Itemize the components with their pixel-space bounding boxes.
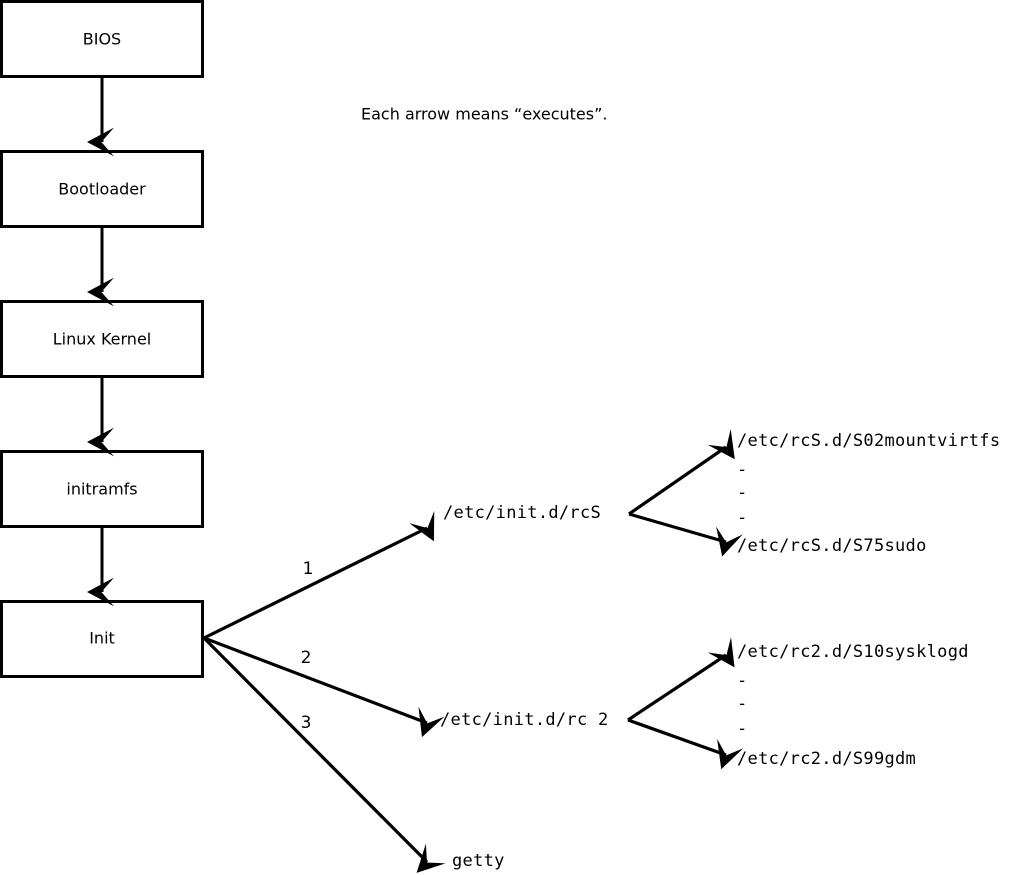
init-box-outline — [0, 600, 204, 678]
label-getty: getty — [452, 851, 505, 871]
rcs-ellipsis-dash-1: - — [737, 460, 747, 480]
label-rcs-last-script: /etc/rcS.d/S75sudo — [737, 536, 927, 556]
bootloader-box-outline — [0, 150, 204, 228]
rc2-ellipsis-dash-1: - — [737, 671, 747, 691]
rc2-ellipsis-dash-2: - — [737, 694, 747, 714]
label-rc2-first-script: /etc/rc2.d/S10sysklogd — [737, 642, 969, 662]
label-init-d-rcs: /etc/init.d/rcS — [443, 503, 601, 523]
edge-number-2: 2 — [301, 648, 312, 668]
stage-box-kernel: Linux Kernel — [0, 300, 204, 378]
initramfs-box-outline — [0, 450, 204, 528]
bootloader-box-label: Bootloader — [58, 180, 146, 199]
bios-box-label: BIOS — [83, 30, 121, 49]
stage-box-initramfs: initramfs — [0, 450, 204, 528]
arrow-rc2-to-first-script — [627, 637, 735, 722]
arrow-rcs-to-first-script — [628, 428, 735, 516]
edge-number-1: 1 — [303, 559, 314, 579]
arrow-init-to-getty — [202, 636, 446, 873]
init-box-label: Init — [89, 629, 115, 648]
legend-note: Each arrow means “executes”. — [361, 105, 607, 124]
label-init-d-rc2: /etc/init.d/rc 2 — [440, 710, 609, 730]
kernel-box-label: Linux Kernel — [53, 330, 151, 349]
label-rcs-first-script: /etc/rcS.d/S02mountvirtfs — [737, 431, 1000, 451]
rcs-ellipsis-dash-3: - — [737, 508, 747, 528]
arrow-rcs-to-last-script — [628, 512, 743, 557]
bios-box-outline — [0, 0, 204, 78]
initramfs-box-label: initramfs — [66, 480, 137, 499]
rcs-ellipsis-dash-2: - — [737, 483, 747, 503]
arrow-init-to-rc2 — [203, 636, 445, 738]
label-rc2-last-script: /etc/rc2.d/S99gdm — [737, 749, 916, 769]
stage-box-bios: BIOS — [0, 0, 204, 78]
arrow-rc2-to-last-script — [627, 718, 744, 770]
edge-number-3: 3 — [301, 713, 312, 733]
stage-box-bootloader: Bootloader — [0, 150, 204, 228]
stage-box-init: Init — [0, 600, 204, 678]
arrow-init-to-rcs — [203, 510, 435, 640]
rc2-ellipsis-dash-3: - — [737, 719, 747, 739]
